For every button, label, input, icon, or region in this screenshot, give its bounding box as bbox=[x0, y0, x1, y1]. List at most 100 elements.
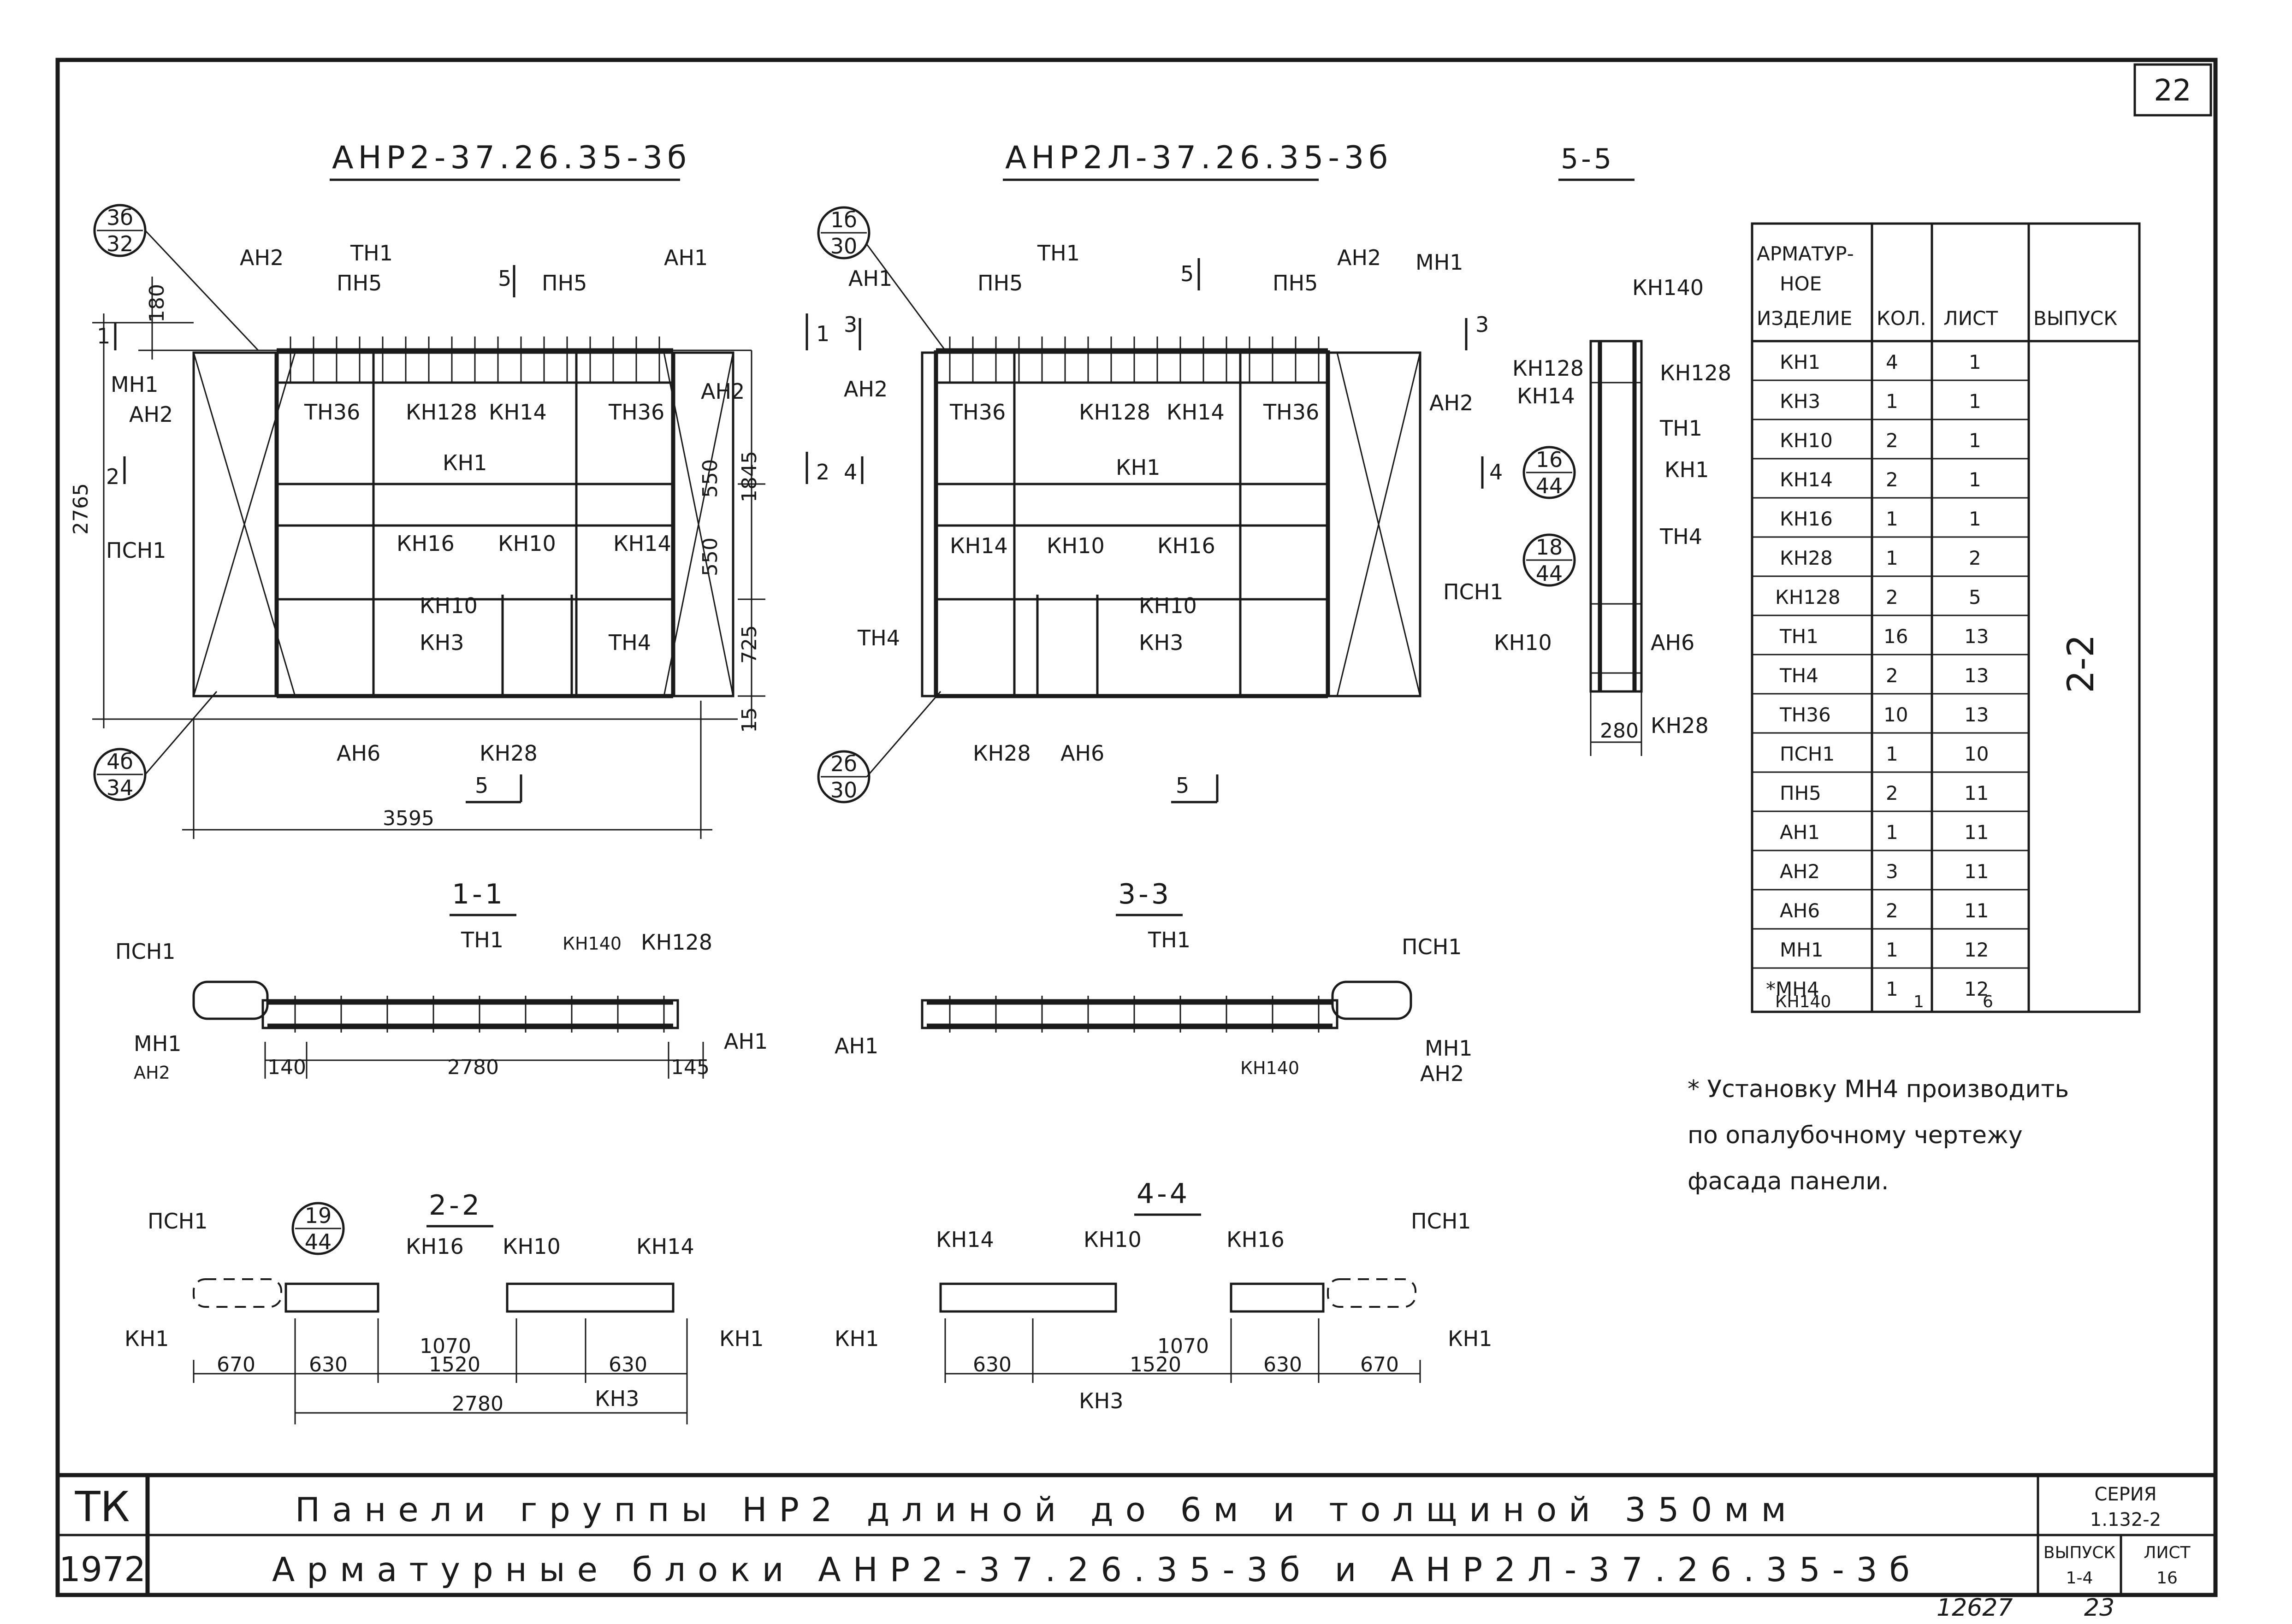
left-elevation-labels: АН2 ТН1 ПН5 ПН5 АН1 МН1 АН2 ТН36 КН128 К… bbox=[106, 241, 745, 766]
cell-item: МН1 bbox=[1780, 939, 1824, 961]
cell-release: 2-2 bbox=[2061, 634, 2102, 693]
label-pn5-b: ПН5 bbox=[542, 271, 587, 295]
dim-1520: 1520 bbox=[1130, 1353, 1181, 1376]
dim-1845: 1845 bbox=[738, 451, 761, 502]
label-tn4: ТН4 bbox=[608, 630, 651, 655]
dim-2765: 2765 bbox=[69, 483, 93, 535]
cut-mark-1: 1 bbox=[97, 324, 110, 348]
cut-mark-4-right: 4 bbox=[1489, 460, 1503, 484]
callout-sheet: 44 bbox=[1536, 561, 1563, 586]
label-tn1: ТН1 bbox=[1037, 241, 1080, 266]
section-4-4 bbox=[939, 1278, 1421, 1383]
sheet-frame bbox=[55, 58, 2218, 1597]
label-kn128: КН128 bbox=[1079, 400, 1150, 425]
title-block: ТК 1972 Панели группы НР2 длиной до 6м и… bbox=[58, 1473, 2215, 1595]
label-an6: АН6 bbox=[337, 741, 380, 766]
label-mn1: МН1 bbox=[134, 1031, 182, 1056]
dim-1070: 1070 bbox=[1157, 1335, 1209, 1358]
dim-140: 140 bbox=[267, 1056, 306, 1079]
label-kn16: КН16 bbox=[406, 1234, 464, 1259]
label-kn1-l: КН1 bbox=[835, 1326, 879, 1351]
archive-number: 12627 bbox=[1937, 1594, 2013, 1622]
dim-630-b: 630 bbox=[1263, 1353, 1302, 1376]
callout-num: 1б bbox=[830, 207, 857, 232]
label-tn36-b: ТН36 bbox=[608, 400, 664, 425]
left-callout-top: 3б 32 bbox=[93, 204, 259, 351]
label-pn5-a: ПН5 bbox=[337, 271, 382, 295]
callout-sheet: 34 bbox=[107, 775, 134, 800]
left-cut-marks: 1 2 5 5 bbox=[97, 265, 522, 803]
dim-145: 145 bbox=[671, 1056, 710, 1079]
label-tn1: ТН1 bbox=[1148, 927, 1190, 952]
section-1-1 bbox=[192, 980, 704, 1079]
cell-sheet: 2 bbox=[1969, 547, 1981, 569]
section-5-title: 5-5 bbox=[1561, 143, 1614, 175]
label-kn10: КН10 bbox=[1494, 630, 1552, 655]
label-psn1: ПСН1 bbox=[115, 939, 176, 964]
sheet-number: 22 bbox=[2154, 74, 2191, 108]
label-an2: АН2 bbox=[1420, 1061, 1464, 1086]
section-3-3-labels: ТН1 ПСН1 АН1 КН140 МН1 АН2 bbox=[835, 927, 1473, 1086]
label-an1: АН1 bbox=[835, 1033, 878, 1058]
dim-630-a: 630 bbox=[973, 1353, 1012, 1376]
label-kn128: КН128 bbox=[406, 400, 477, 425]
label-tn4: ТН4 bbox=[1659, 524, 1702, 549]
cell-sheet: 1 bbox=[1969, 508, 1981, 530]
callout-num: 4б bbox=[107, 749, 133, 774]
callout-sheet: 30 bbox=[830, 778, 858, 803]
section-5-5 bbox=[1589, 340, 1643, 756]
label-kn1: КН1 bbox=[1664, 457, 1709, 482]
section-2-title: 2-2 bbox=[429, 1189, 482, 1222]
label-an2-top: АН2 bbox=[1337, 245, 1381, 270]
cut-mark-5-top-mid: 5 bbox=[1180, 261, 1194, 286]
dim-280: 280 bbox=[1600, 719, 1639, 743]
callout-num: 3б bbox=[107, 205, 133, 230]
section-1-1-labels: ПСН1 ТН1 КН140 КН128 МН1 АН2 АН1 140 278… bbox=[115, 927, 768, 1083]
cell-sheet: 6 bbox=[1983, 992, 1993, 1011]
cut-mark-1-mid: 1 bbox=[816, 321, 829, 346]
spec-table bbox=[1751, 222, 2141, 1013]
label-an2-right: АН2 bbox=[701, 379, 745, 404]
label-mn1: МН1 bbox=[111, 372, 159, 397]
label-an6: АН6 bbox=[1651, 630, 1694, 655]
callout-num: 16 bbox=[1536, 447, 1563, 472]
cell-qty: 1 bbox=[1886, 508, 1898, 530]
label-kn140: КН140 bbox=[1632, 275, 1704, 300]
label-tn4: ТН4 bbox=[857, 626, 900, 650]
cell-sheet: 13 bbox=[1964, 664, 1989, 687]
label-tn36-a: ТН36 bbox=[949, 400, 1006, 425]
cell-qty: 2 bbox=[1886, 664, 1898, 687]
cell-qty: 2 bbox=[1886, 429, 1898, 452]
label-psn1: ПСН1 bbox=[1411, 1209, 1471, 1234]
label-pn5-b: ПН5 bbox=[1273, 271, 1318, 295]
header-item-line2: НОЕ bbox=[1780, 272, 1822, 295]
label-an6: АН6 bbox=[1060, 741, 1104, 766]
label-kn3: КН3 bbox=[1139, 630, 1184, 655]
release-value: 1-4 bbox=[2066, 1569, 2093, 1588]
label-kn10-b: КН10 bbox=[420, 593, 478, 618]
label-kn10-b: КН10 bbox=[1139, 593, 1197, 618]
cut-mark-5-top: 5 bbox=[498, 266, 511, 291]
cell-item: АН2 bbox=[1780, 860, 1820, 883]
title-code: ТК bbox=[75, 1483, 130, 1531]
callout-sheet: 44 bbox=[305, 1229, 332, 1254]
callout-num: 2б bbox=[830, 751, 857, 776]
left-elevation-dimensions: 180 2765 550 550 1845 725 15 3595 bbox=[69, 284, 761, 830]
cut-mark-2-mid: 2 bbox=[816, 460, 829, 484]
cell-item: КН1 bbox=[1780, 351, 1820, 373]
cell-qty: 1 bbox=[1886, 978, 1898, 1000]
label-an2: АН2 bbox=[134, 1063, 170, 1083]
label-kn14: КН14 bbox=[1517, 384, 1575, 408]
label-kn1: КН1 bbox=[443, 450, 487, 475]
spec-table-header: АРМАТУР- НОЕ ИЗДЕЛИЕ КОЛ. ЛИСТ ВЫПУСК bbox=[1757, 242, 2117, 330]
cell-sheet: 1 bbox=[1969, 351, 1981, 373]
label-kn140: КН140 bbox=[563, 933, 622, 954]
dim-630-b: 630 bbox=[609, 1353, 647, 1376]
callout-num: 19 bbox=[305, 1203, 332, 1228]
middle-cut-marks: 3 1 2 4 5 5 3 4 bbox=[805, 258, 1503, 803]
label-psn1: ПСН1 bbox=[1443, 579, 1504, 604]
